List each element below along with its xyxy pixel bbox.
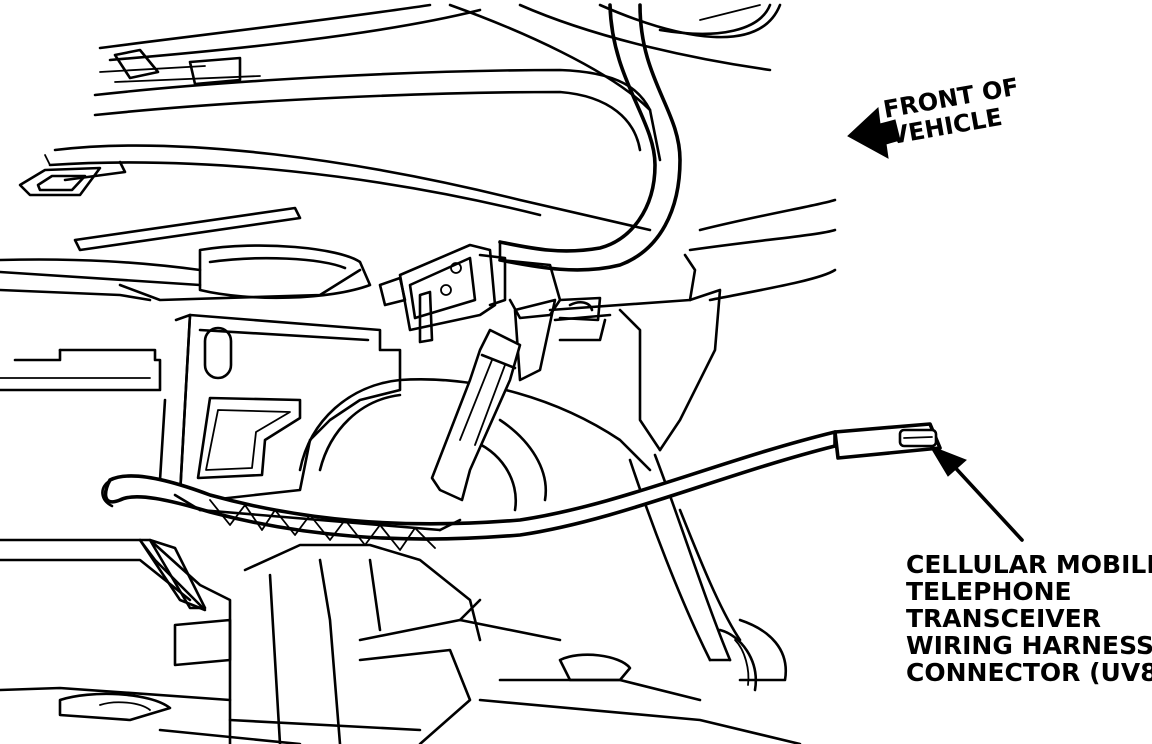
callout-line2: TELEPHONE	[906, 577, 1072, 606]
upper-cable	[498, 3, 682, 272]
mounting-clip	[378, 243, 602, 382]
callout-line5: CONNECTOR (UV8)	[906, 658, 1152, 687]
callout-line4: WIRING HARNESS	[906, 631, 1152, 660]
callout-label: CELLULAR MOBILE TELEPHONE TRANSCEIVER WI…	[906, 550, 1152, 687]
vehicle-structure	[0, 3, 837, 744]
strap-tab	[430, 328, 522, 502]
callout-arrow	[928, 445, 1024, 542]
direction-arrow-icon	[847, 106, 901, 159]
front-of-vehicle-indicator: FRONT OF VEHICLE	[847, 73, 1021, 159]
callout-line1: CELLULAR MOBILE	[906, 550, 1152, 579]
harness-cable	[101, 430, 837, 551]
callout-line3: TRANSCEIVER	[906, 604, 1101, 633]
connector-uv8	[833, 422, 942, 460]
